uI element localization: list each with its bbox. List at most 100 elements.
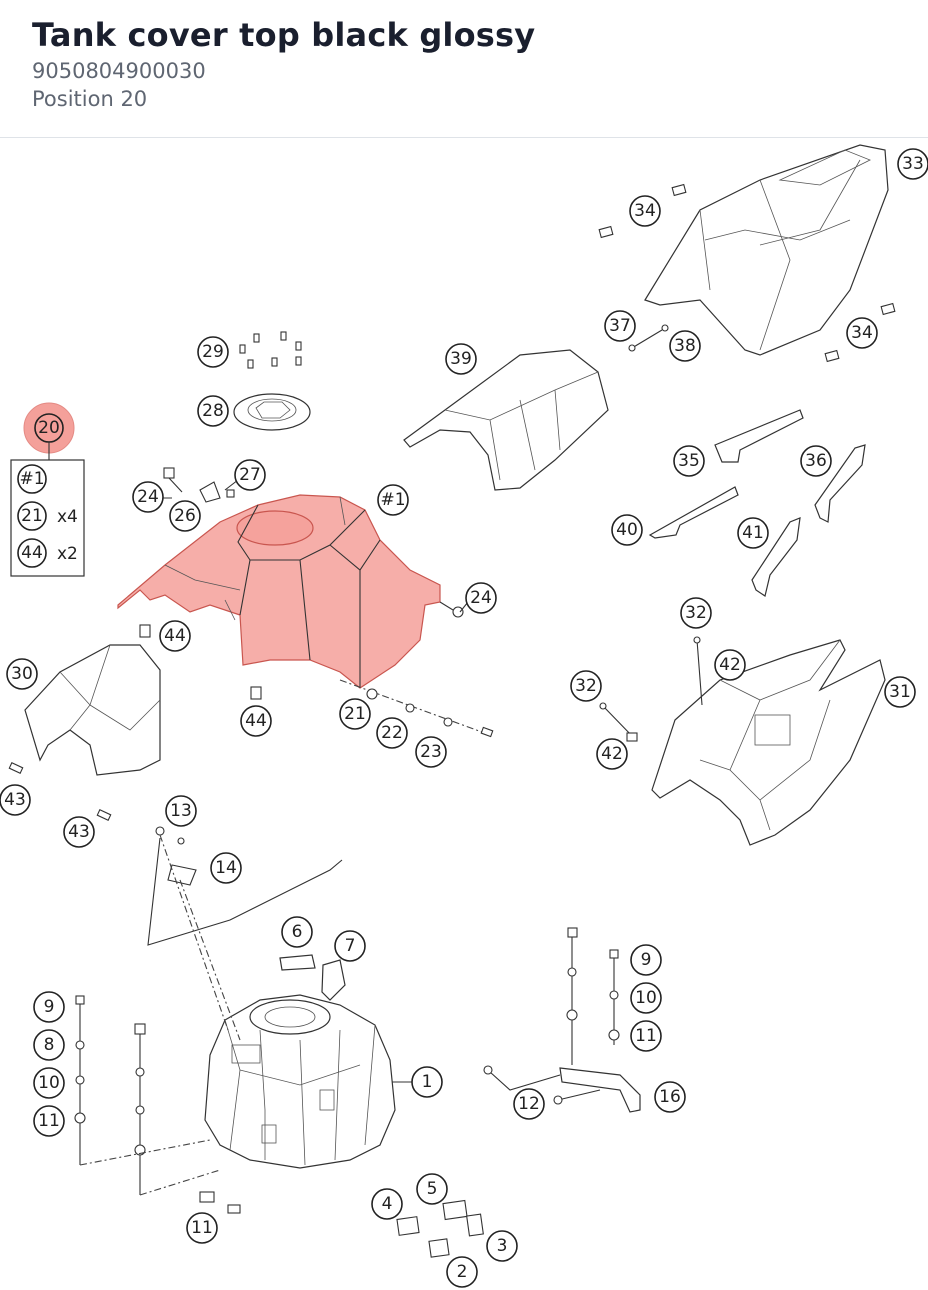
callout-11-bottom[interactable]: 11 xyxy=(186,1212,218,1244)
svg-text:14: 14 xyxy=(215,858,237,878)
callout-3[interactable]: 3 xyxy=(486,1230,518,1262)
callout-43-left[interactable]: 43 xyxy=(0,784,31,816)
callout-34-top[interactable]: 34 xyxy=(629,195,661,227)
svg-text:43: 43 xyxy=(68,822,90,842)
callout-36[interactable]: 36 xyxy=(800,445,832,477)
svg-text:35: 35 xyxy=(678,451,700,471)
callout-26[interactable]: 26 xyxy=(169,500,201,532)
callout-6[interactable]: 6 xyxy=(281,916,313,948)
callout-8[interactable]: 8 xyxy=(33,1029,65,1061)
callout-31[interactable]: 31 xyxy=(884,676,916,708)
callout-27[interactable]: 27 xyxy=(234,459,266,491)
callout-43-right[interactable]: 43 xyxy=(63,816,95,848)
svg-text:32: 32 xyxy=(685,603,707,623)
callout-30[interactable]: 30 xyxy=(6,658,38,690)
svg-text:42: 42 xyxy=(719,655,741,675)
part-number: 9050804900030 xyxy=(32,59,206,83)
svg-text:13: 13 xyxy=(170,801,192,821)
callout-16[interactable]: 16 xyxy=(654,1081,686,1113)
svg-text:32: 32 xyxy=(575,676,597,696)
tank-bracket-part[interactable] xyxy=(559,1067,641,1113)
callout-21[interactable]: 21 xyxy=(339,698,371,730)
callout-11-right[interactable]: 11 xyxy=(630,1020,662,1052)
callout-32-top[interactable]: 32 xyxy=(680,597,712,629)
callout-42-bottom[interactable]: 42 xyxy=(596,738,628,770)
kit-item-1-label: #1 xyxy=(19,469,44,489)
callout-10-left[interactable]: 10 xyxy=(33,1067,65,1099)
callout-2[interactable]: 2 xyxy=(446,1256,478,1288)
callout-23[interactable]: 23 xyxy=(415,736,447,768)
callout-28[interactable]: 28 xyxy=(197,395,229,427)
part-header: Tank cover top black glossy 905080490003… xyxy=(0,0,928,138)
svg-text:40: 40 xyxy=(616,520,638,540)
callout-11-left[interactable]: 11 xyxy=(33,1105,65,1137)
tank-cover-top-highlighted[interactable] xyxy=(117,494,441,689)
svg-text:21: 21 xyxy=(344,704,366,724)
svg-text:29: 29 xyxy=(202,342,224,362)
svg-text:34: 34 xyxy=(851,323,873,343)
callout-29[interactable]: 29 xyxy=(197,336,229,368)
callout-42-top[interactable]: 42 xyxy=(714,649,746,681)
callout-13[interactable]: 13 xyxy=(165,795,197,827)
callout-40[interactable]: 40 xyxy=(611,514,643,546)
callout-22[interactable]: 22 xyxy=(376,717,408,749)
svg-text:26: 26 xyxy=(174,506,196,526)
callout-35[interactable]: 35 xyxy=(673,445,705,477)
position-20-label: 20 xyxy=(38,418,60,438)
callout-1[interactable]: 1 xyxy=(411,1066,443,1098)
callout-34-right[interactable]: 34 xyxy=(846,317,878,349)
svg-text:39: 39 xyxy=(450,349,472,369)
trim-strip-40[interactable] xyxy=(648,486,739,539)
svg-text:1: 1 xyxy=(422,1072,433,1092)
callout-39[interactable]: 39 xyxy=(445,343,477,375)
callout-hash-1[interactable]: #1 xyxy=(377,484,409,516)
callout-44-top[interactable]: 44 xyxy=(159,620,191,652)
svg-text:9: 9 xyxy=(44,997,55,1017)
svg-text:24: 24 xyxy=(137,487,159,507)
rear-seat-part[interactable] xyxy=(644,144,889,356)
trim-strip-41[interactable] xyxy=(751,517,801,597)
callout-9-left[interactable]: 9 xyxy=(33,991,65,1023)
callout-10-right[interactable]: 10 xyxy=(630,982,662,1014)
svg-text:27: 27 xyxy=(239,465,261,485)
callout-24-right[interactable]: 24 xyxy=(465,582,497,614)
svg-text:10: 10 xyxy=(38,1073,60,1093)
callout-5[interactable]: 5 xyxy=(416,1173,448,1205)
callout-bubbles: 33 34 34 37 38 29 28 39 27 24 26 #1 35 3… xyxy=(0,148,928,1288)
fuel-tank-part[interactable] xyxy=(204,994,396,1169)
svg-text:#1: #1 xyxy=(380,490,405,510)
svg-text:12: 12 xyxy=(518,1094,540,1114)
svg-text:11: 11 xyxy=(38,1111,60,1131)
callout-32-left[interactable]: 32 xyxy=(570,670,602,702)
svg-text:38: 38 xyxy=(674,336,696,356)
part-title: Tank cover top black glossy xyxy=(32,16,536,54)
callout-41[interactable]: 41 xyxy=(737,517,769,549)
callout-14[interactable]: 14 xyxy=(210,852,242,884)
side-cover-part[interactable] xyxy=(24,644,161,776)
part-position: Position 20 xyxy=(32,87,148,111)
fuel-cap-screws xyxy=(239,331,302,369)
rear-frame-part[interactable] xyxy=(651,639,886,846)
callout-44-bottom[interactable]: 44 xyxy=(240,705,272,737)
svg-text:44: 44 xyxy=(164,626,186,646)
callout-38[interactable]: 38 xyxy=(669,330,701,362)
trim-strip-36[interactable] xyxy=(814,444,866,523)
svg-text:6: 6 xyxy=(292,922,303,942)
svg-text:30: 30 xyxy=(11,664,33,684)
callout-33[interactable]: 33 xyxy=(897,148,928,180)
callout-7[interactable]: 7 xyxy=(334,930,366,962)
front-seat-part[interactable] xyxy=(403,349,609,491)
svg-text:22: 22 xyxy=(381,723,403,743)
callout-9-right[interactable]: 9 xyxy=(630,944,662,976)
kit-item-2-qty: x4 xyxy=(57,507,78,527)
svg-text:37: 37 xyxy=(609,316,631,336)
fuel-cap-part[interactable] xyxy=(233,393,311,431)
callout-12[interactable]: 12 xyxy=(513,1088,545,1120)
callout-24-left[interactable]: 24 xyxy=(132,481,164,513)
callout-4[interactable]: 4 xyxy=(371,1188,403,1220)
kit-item-3-label: 44 xyxy=(21,543,43,563)
trim-strip-35[interactable] xyxy=(714,409,804,463)
callout-37[interactable]: 37 xyxy=(604,310,636,342)
svg-text:11: 11 xyxy=(191,1218,213,1238)
svg-text:2: 2 xyxy=(457,1262,468,1282)
